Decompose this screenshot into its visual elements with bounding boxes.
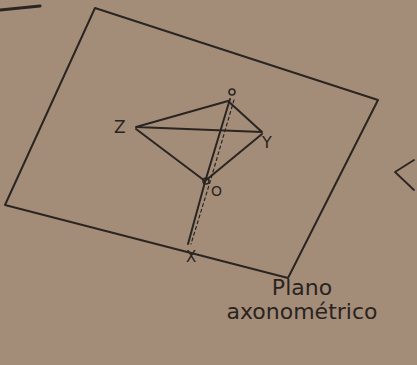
- origin-point: [203, 178, 209, 184]
- axis-lines: [136, 129, 262, 181]
- projection-line: [188, 99, 230, 244]
- partial-figure: [395, 160, 414, 190]
- corner-mark: [0, 6, 40, 10]
- trace-triangle: [136, 101, 262, 132]
- plane-caption: Plano axonométrico: [202, 276, 402, 324]
- projection-line-dashed: [191, 100, 234, 244]
- origin-label: O: [211, 184, 222, 199]
- axonometric-plane: [5, 8, 378, 278]
- axis-label: Z: [114, 118, 126, 137]
- center-point: [229, 89, 235, 95]
- axis-label: X: [186, 249, 196, 266]
- axis-label: Y: [262, 134, 272, 152]
